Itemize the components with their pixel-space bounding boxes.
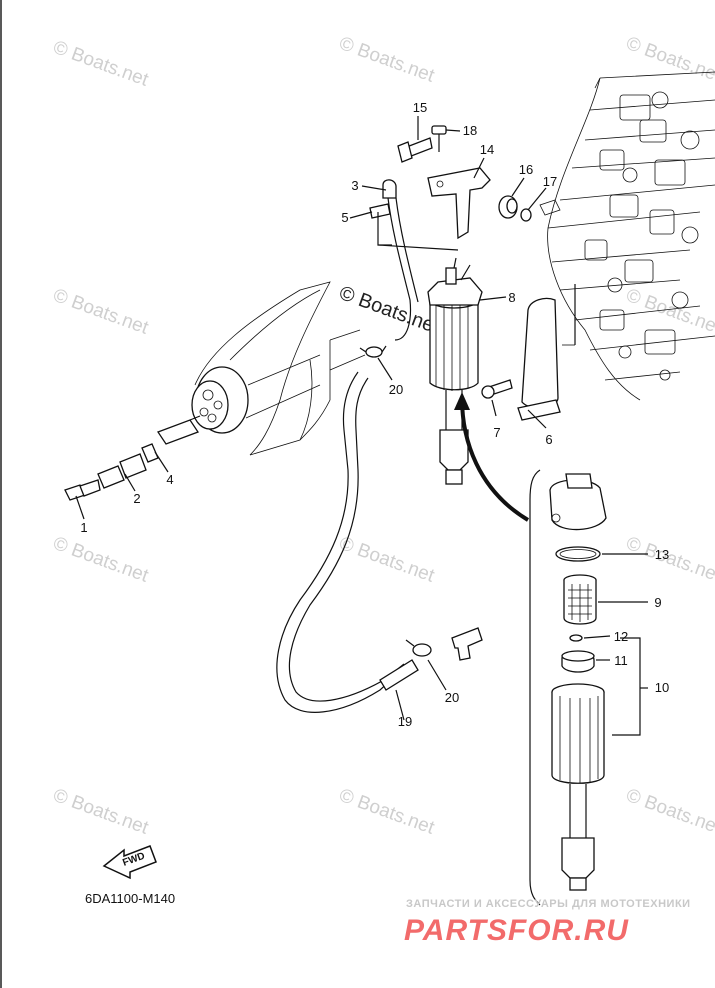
brand-logo: PARTSFOR.RU <box>404 914 629 947</box>
part-label: 3 <box>351 178 358 193</box>
exploded-bracket <box>529 469 541 906</box>
element-9 <box>563 574 597 625</box>
drive-shaft-housing <box>191 281 366 456</box>
hose-19-edge <box>288 377 405 702</box>
part-label: 16 <box>519 162 533 177</box>
watermark: © Boats.net <box>50 285 151 339</box>
part-label: 7 <box>493 425 500 440</box>
group-bracket-10 <box>612 637 641 736</box>
watermark: © Boats.net <box>50 37 151 91</box>
ring-12 <box>569 634 583 642</box>
watermark: © Boats.net <box>336 33 437 87</box>
fuel-filter-8 <box>427 257 483 485</box>
part-label: 14 <box>480 142 494 157</box>
part-label: 20 <box>389 382 403 397</box>
part-label: 10 <box>655 680 669 695</box>
clamp-20-lower <box>379 627 483 691</box>
watermark: © Boats.net <box>623 785 715 839</box>
part-label: 4 <box>166 472 173 487</box>
clamp-20-upper <box>359 345 387 358</box>
diagram-code: 6DA1100-M140 <box>85 891 175 906</box>
bolts-15-18 <box>397 125 447 163</box>
part-label: 2 <box>133 491 140 506</box>
watermark: © Boats.net <box>50 785 151 839</box>
part-label: 18 <box>463 123 477 138</box>
part-label: 9 <box>654 595 661 610</box>
fwd-arrow-icon: FWD <box>102 845 157 880</box>
part-label: 6 <box>545 432 552 447</box>
watermark: © Boats.net <box>336 533 437 587</box>
exploded-filter-head <box>549 473 607 531</box>
upper-hose <box>387 197 412 341</box>
hose-19 <box>276 371 401 713</box>
engine-block <box>539 71 715 401</box>
leader-lines <box>75 116 648 721</box>
watermark: © Boats.net <box>623 285 715 339</box>
hose-joint-parts <box>369 179 397 219</box>
detail-arrow <box>460 397 530 522</box>
cup-10 <box>551 683 605 891</box>
brand-subtitle: ЗАПЧАСТИ И АКСЕССУАРЫ ДЛЯ МОТОТЕХНИКИ <box>406 898 691 910</box>
watermark: © Boats.net <box>336 785 437 839</box>
watermark: © Boats.net <box>623 33 715 87</box>
part-label: 8 <box>508 290 515 305</box>
o-ring-13 <box>555 546 601 562</box>
detail-arrow-head <box>454 392 470 410</box>
cover-6 <box>517 297 575 421</box>
fitting-assembly <box>64 415 201 501</box>
part-label: 5 <box>341 210 348 225</box>
watermark-main: © Boats.net <box>336 282 442 339</box>
part-label: 19 <box>398 714 412 729</box>
part-label: 20 <box>445 690 459 705</box>
part-label: 1 <box>80 520 87 535</box>
bracket-14 <box>427 167 491 240</box>
part-label: 13 <box>655 547 669 562</box>
watermark-group: © Boats.net © Boats.net © Boats.net © Bo… <box>50 33 715 839</box>
part-label: 12 <box>614 629 628 644</box>
screw-7 <box>481 379 513 399</box>
float-11 <box>561 650 595 673</box>
part-label: 17 <box>543 174 557 189</box>
watermark: © Boats.net <box>50 533 151 587</box>
part-label: 11 <box>614 653 628 668</box>
part-label: 15 <box>413 100 427 115</box>
grommet-16-17 <box>498 195 532 222</box>
